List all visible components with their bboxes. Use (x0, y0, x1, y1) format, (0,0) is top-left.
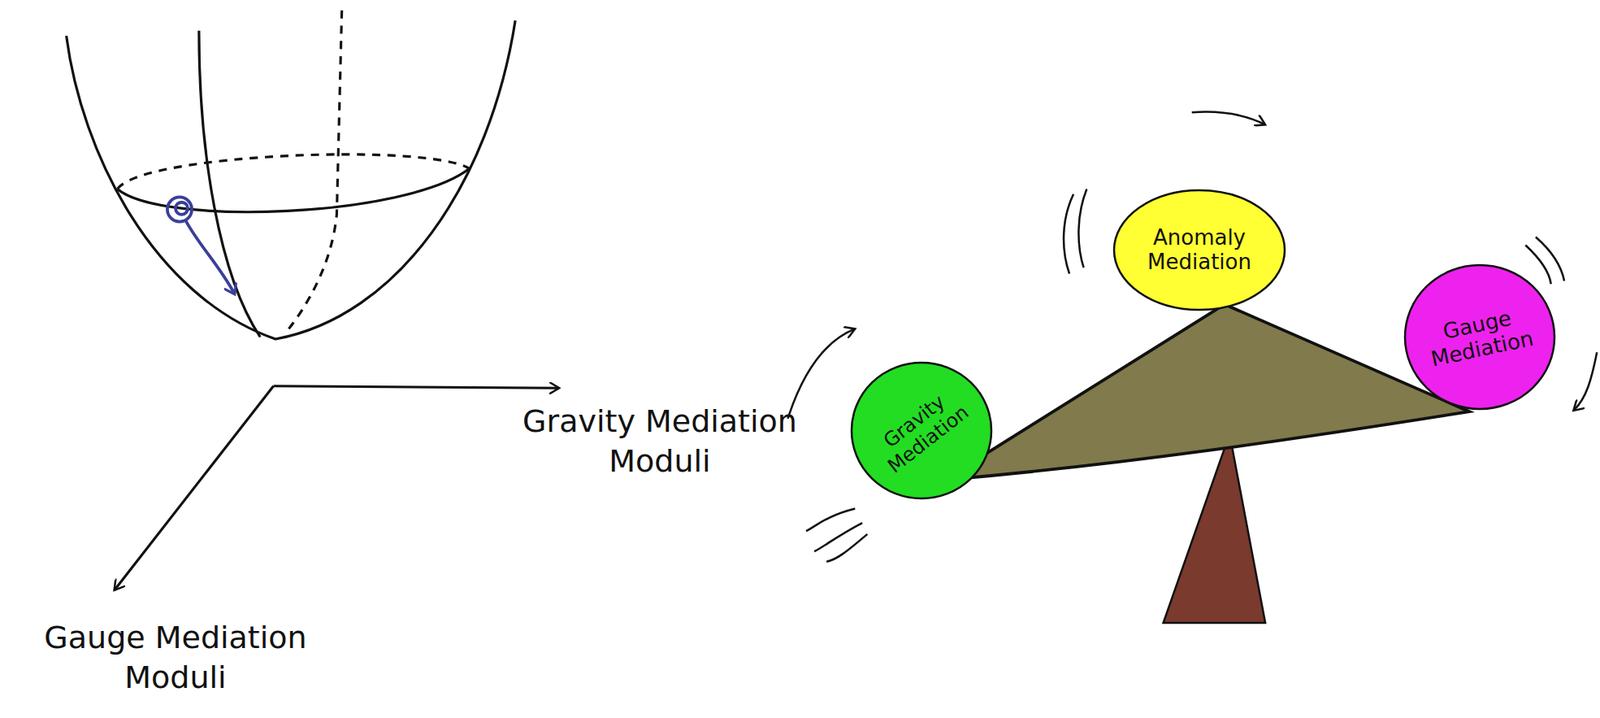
potential-bowl (66, 10, 516, 339)
axis-label: Gravity Mediation Moduli (481, 401, 839, 482)
circle-label: Anomaly Mediation (1130, 225, 1269, 275)
mediation-circle: Gauge Mediation (1403, 263, 1557, 411)
rolling-ball (167, 196, 235, 294)
mediation-circle: Anomaly Mediation (1112, 188, 1287, 312)
motion-lines (787, 112, 1597, 562)
seesaw (944, 303, 1470, 623)
moduli-axes (114, 385, 560, 590)
axis-label: Gauge Mediation Moduli (11, 617, 340, 699)
mediation-circle: Gravity Mediation (849, 360, 993, 500)
